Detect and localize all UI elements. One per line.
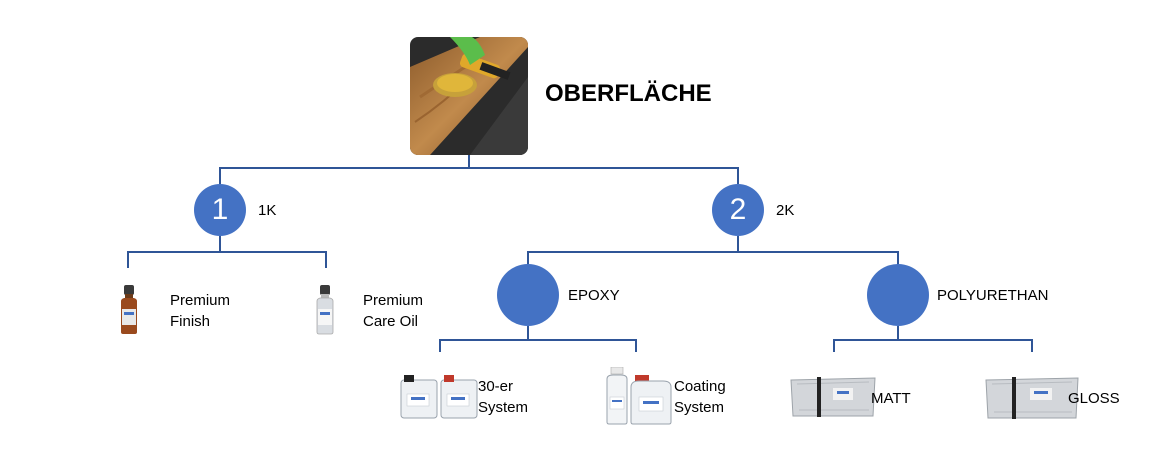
coating-system-line1: Coating	[674, 378, 726, 395]
coating-system-label: Coating System	[674, 376, 726, 418]
canister-pair-icon	[400, 375, 478, 419]
matt-label: MATT	[871, 390, 911, 407]
connector-branch-1	[127, 236, 327, 268]
branch-1-label: 1K	[258, 202, 277, 219]
connector-epoxy	[439, 326, 637, 352]
connector-root	[219, 155, 739, 184]
foil-pack-icon	[790, 377, 876, 417]
clear-bottle-icon	[316, 285, 334, 335]
polyurethan-circle	[867, 264, 929, 326]
premium-care-oil-line1: Premium	[363, 292, 424, 309]
gloss-label: GLOSS	[1068, 390, 1120, 407]
premium-finish-label: Premium Finish	[170, 290, 230, 332]
premium-finish-line2: Finish	[170, 313, 211, 330]
30er-system-line1: 30-er	[478, 378, 514, 395]
connector-branch-2	[527, 236, 899, 268]
branch-1-circle: 1	[194, 184, 246, 236]
branch-2-circle: 2	[712, 184, 764, 236]
foil-pack-icon	[985, 377, 1079, 419]
amber-bottle-icon	[121, 285, 137, 334]
root-title: OBERFLÄCHE	[545, 80, 712, 107]
30er-system-line2: System	[478, 399, 529, 416]
epoxy-label: EPOXY	[568, 287, 620, 304]
branch-2-label: 2K	[776, 202, 795, 219]
premium-finish-line1: Premium	[170, 292, 231, 309]
epoxy-circle	[497, 264, 559, 326]
sanding-wood-photo	[410, 37, 528, 155]
bottle-pair-icon	[606, 367, 672, 425]
connector-polyurethan	[833, 326, 1033, 352]
coating-system-line2: System	[674, 399, 725, 416]
polyurethan-label: POLYURETHAN	[937, 287, 1049, 304]
premium-care-oil-label: Premium Care Oil	[363, 290, 423, 332]
premium-care-oil-line2: Care Oil	[363, 313, 419, 330]
30er-system-label: 30-er System	[478, 376, 528, 418]
